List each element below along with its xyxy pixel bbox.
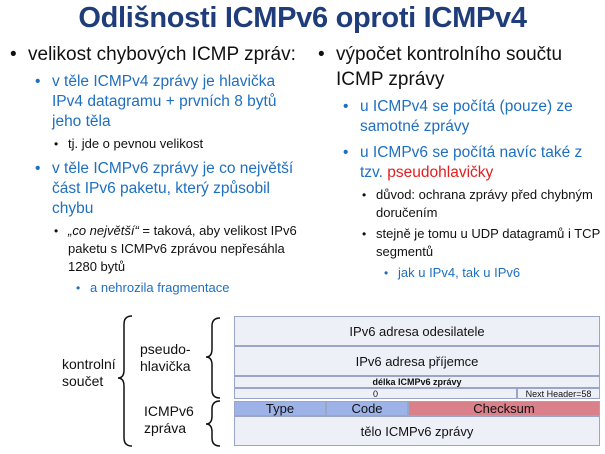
right-bullet-3b-text: stejně je tomu u UDP datagramů i TCP seg… (376, 226, 601, 259)
left-bullet-3b: • „co největší“ = taková, aby velikost I… (8, 222, 303, 276)
field-checksum: Checksum (408, 401, 600, 416)
bullet-icon: • (76, 281, 81, 295)
bullet-icon: • (35, 160, 41, 177)
left-bullet-3b-text: = taková, aby velikost IPv6 paketu s ICM… (68, 223, 297, 274)
left-bullet-2a-text: v těle ICMPv4 zprávy je hlavička IPv4 da… (52, 73, 277, 130)
right-bullet-4: • jak u IPv4, tak u IPv6 (316, 264, 600, 282)
field-next-header: Next Header=58 (517, 388, 600, 399)
left-bullet-2a: • v těle ICMPv4 zprávy je hlavička IPv4 … (8, 72, 303, 132)
left-bullet-1: • velikost chybových ICMP zpráv: (8, 42, 303, 67)
right-bullet-4-text: jak u IPv4, tak u IPv6 (398, 265, 521, 280)
left-bullet-2b: • v těle ICMPv6 zprávy je co největší čá… (8, 159, 303, 219)
field-icmp-length: délka ICMPv6 zprávy (234, 376, 600, 388)
left-bullet-2b-text: v těle ICMPv6 zprávy je co největší část… (52, 160, 294, 217)
bullet-icon: • (54, 137, 59, 151)
right-bullet-1-text: výpočet kontrolního součtu ICMP zprávy (336, 44, 563, 90)
field-source-address: IPv6 adresa odesilatele (234, 316, 600, 346)
bullet-icon: • (343, 98, 349, 115)
label-pseudo-header: pseudo-hlavička (140, 341, 191, 374)
right-bullet-2b: • u ICMPv6 se počítá navíc také z tzv. p… (316, 143, 600, 183)
field-type: Type (234, 401, 326, 416)
right-bullet-2a: • u ICMPv4 se počítá (pouze) ze samotné … (316, 97, 600, 137)
label-icmp-message: ICMPv6 zpráva (144, 403, 194, 436)
slide-title: Odlišnosti ICMPv6 oproti ICMPv4 (78, 2, 527, 34)
left-column: • velikost chybových ICMP zpráv: • v těl… (8, 42, 303, 297)
right-bullet-2b-text: u ICMPv6 se počítá navíc také z tzv. (360, 144, 583, 181)
bullet-icon: • (54, 224, 59, 238)
left-bullet-3b-italic: „co největší“ (68, 223, 139, 238)
field-code: Code (326, 401, 408, 416)
label-checksum: kontrolní součet (62, 356, 116, 389)
left-bullet-3a: • tj. jde o pevnou velikost (8, 135, 303, 153)
bracket-checksum (117, 315, 133, 447)
bullet-icon: • (318, 44, 325, 65)
field-message-body: tělo ICMPv6 zprávy (234, 416, 600, 446)
right-bullet-1: • výpočet kontrolního součtu ICMP zprávy (316, 42, 600, 92)
left-bullet-3a-text: tj. jde o pevnou velikost (68, 136, 204, 151)
right-bullet-3a-text: důvod: ochrana zprávy před chybným doruč… (376, 187, 593, 220)
bullet-icon: • (362, 227, 367, 241)
left-bullet-1-text: velikost chybových ICMP zpráv: (28, 44, 296, 65)
bullet-icon: • (362, 188, 367, 202)
right-column: • výpočet kontrolního součtu ICMP zprávy… (316, 42, 600, 282)
left-bullet-4: • a nehrozila fragmentace (8, 279, 303, 297)
bullet-icon: • (35, 73, 41, 90)
right-bullet-2b-red: pseudohlavičky (387, 164, 494, 181)
field-destination-address: IPv6 adresa příjemce (234, 346, 600, 376)
left-bullet-4-text: a nehrozila fragmentace (90, 280, 230, 295)
bullet-icon: • (10, 44, 17, 65)
right-bullet-3a: • důvod: ochrana zprávy před chybným dor… (316, 186, 600, 222)
right-bullet-2a-text: u ICMPv4 se počítá (pouze) ze samotné zp… (360, 98, 573, 135)
bullet-icon: • (384, 266, 389, 280)
right-bullet-3b: • stejně je tomu u UDP datagramů i TCP s… (316, 225, 600, 261)
bullet-icon: • (343, 144, 349, 161)
bracket-icmp (205, 400, 221, 447)
field-zero: 0 (234, 388, 517, 399)
bracket-pseudo (205, 317, 221, 399)
